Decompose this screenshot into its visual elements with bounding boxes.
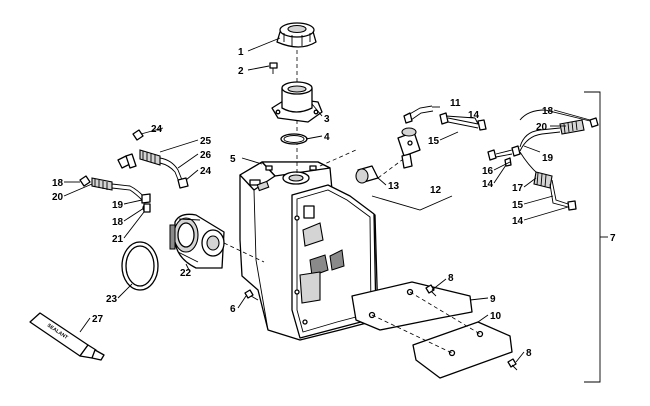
callout-7: 7	[610, 233, 616, 244]
bolt-6	[244, 289, 259, 301]
callout-18-right: 18	[542, 106, 554, 117]
callouts: 1 2 3 4 5 6 7 8 8 9 10 11 12 13 14 14 14…	[52, 47, 616, 359]
callout-19-right: 19	[542, 153, 554, 164]
callout-23: 23	[106, 294, 118, 305]
callout-15-bottom: 15	[512, 200, 524, 211]
callout-14-bottom: 14	[512, 216, 524, 227]
callout-16: 16	[482, 166, 494, 177]
right-hose-assembly	[403, 105, 599, 211]
callout-19-left: 19	[112, 200, 124, 211]
filler-cap	[276, 22, 317, 48]
callout-13: 13	[388, 181, 400, 192]
callout-8-lower: 8	[526, 348, 532, 359]
callout-8-upper: 8	[448, 273, 454, 284]
o-ring	[280, 133, 308, 145]
callout-18-left: 18	[52, 178, 64, 189]
fitting-13	[355, 165, 379, 184]
callout-12: 12	[430, 185, 442, 196]
valve-12	[397, 127, 421, 169]
filler-neck	[271, 81, 323, 123]
bolt-8-upper	[425, 284, 437, 297]
pump	[169, 213, 225, 269]
callout-4: 4	[324, 132, 330, 143]
callout-11: 11	[450, 98, 461, 109]
upper-hose-assembly	[117, 129, 189, 189]
left-hose-assembly	[79, 175, 151, 213]
callout-1: 1	[238, 47, 244, 58]
callout-18-left-lower: 18	[112, 217, 124, 228]
callout-15-top: 15	[428, 136, 440, 147]
callout-27: 27	[92, 314, 104, 325]
callout-24-top: 24	[151, 124, 163, 135]
seal-ring	[121, 241, 159, 291]
callout-9: 9	[490, 294, 496, 305]
callout-3: 3	[324, 114, 330, 125]
bolt-8-lower	[507, 358, 518, 371]
screw	[269, 62, 278, 74]
group-bracket	[584, 91, 601, 383]
callout-17: 17	[512, 183, 524, 194]
callout-20-left: 20	[52, 192, 64, 203]
callout-5: 5	[230, 154, 236, 165]
callout-20-right: 20	[536, 122, 548, 133]
callout-22: 22	[180, 268, 192, 279]
plate-10	[412, 321, 513, 379]
callout-21: 21	[112, 234, 124, 245]
callout-25: 25	[200, 136, 212, 147]
callout-2: 2	[238, 66, 244, 77]
callout-10: 10	[490, 311, 502, 322]
callout-14-mid: 14	[482, 179, 494, 190]
leader-lines	[63, 37, 591, 363]
callout-24-bottom: 24	[200, 166, 212, 177]
callout-14-top: 14	[468, 110, 480, 121]
callout-6: 6	[230, 304, 236, 315]
callout-26: 26	[200, 150, 212, 161]
